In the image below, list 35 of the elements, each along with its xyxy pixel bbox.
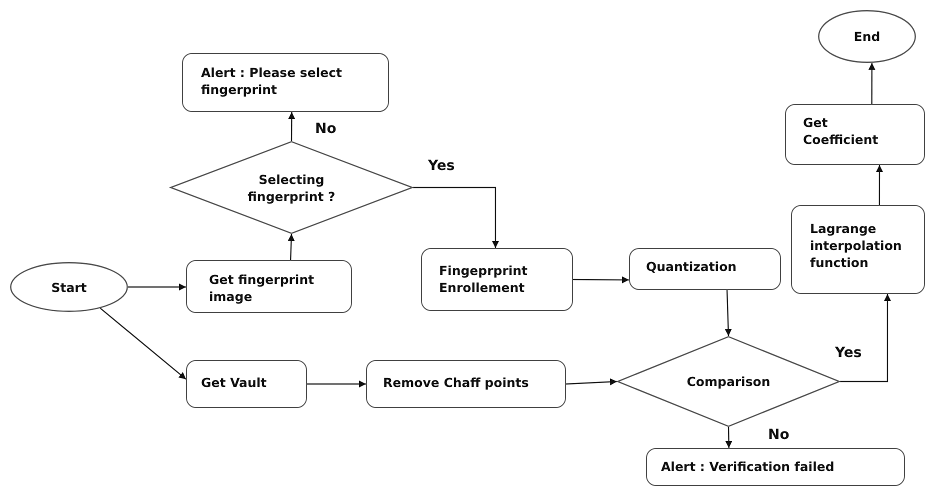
arrow xyxy=(288,112,296,141)
node-text: Lagrange interpolation function xyxy=(810,220,903,271)
arrow xyxy=(876,165,883,205)
process-box xyxy=(186,260,352,313)
arrow xyxy=(288,234,295,260)
arrow xyxy=(868,62,876,104)
process-box xyxy=(421,248,573,311)
node-text: End xyxy=(854,28,880,45)
node-text: Get fingerprint image xyxy=(209,271,316,305)
node-text: Get Vault xyxy=(201,374,268,391)
process-box xyxy=(366,360,566,408)
arrow xyxy=(566,378,618,386)
arrow xyxy=(725,426,732,448)
arrow xyxy=(724,290,732,336)
node-text: Selecting fingerprint ? xyxy=(246,170,336,204)
node-text: Alert : Please select fingerprint xyxy=(201,64,343,98)
process-box xyxy=(791,205,925,294)
process-box xyxy=(182,53,389,112)
arrow xyxy=(840,294,891,382)
process-box xyxy=(646,448,905,486)
node-text: Get Coefficient xyxy=(803,114,880,148)
node-text: Quantization xyxy=(646,258,738,275)
node-text: Alert : Verification failed xyxy=(661,458,836,475)
process-box xyxy=(785,104,925,165)
arrow xyxy=(573,276,629,284)
process-box xyxy=(629,248,781,290)
node-text: Fingeprprint Enrollement xyxy=(439,262,529,296)
arrow xyxy=(128,284,186,291)
node-text: Remove Chaff points xyxy=(383,374,530,391)
arrow xyxy=(413,186,499,248)
node-text: Comparison xyxy=(686,373,770,390)
process-box xyxy=(186,360,307,408)
arrow xyxy=(307,380,366,388)
arrow xyxy=(100,308,186,380)
node-text: Start xyxy=(51,278,87,296)
